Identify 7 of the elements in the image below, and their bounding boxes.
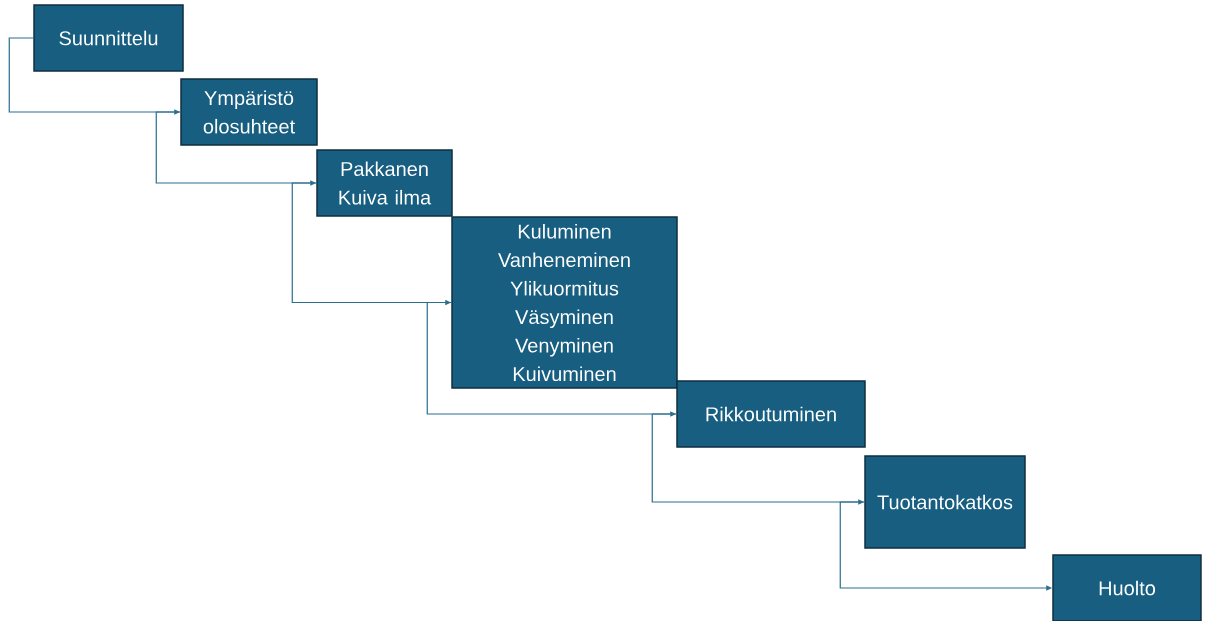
process-box: Pakkanen Kuiva ilma: [316, 149, 453, 217]
process-box: Kuluminen Vanheneminen Ylikuormitus Väsyminen Venyminen Kuivuminen: [451, 216, 678, 389]
process-box: Suunnittelu: [33, 4, 184, 72]
process-box: Huolto: [1052, 554, 1202, 621]
process-box: Tuotantokatkos: [864, 455, 1026, 549]
process-box: Ympäristö olosuhteet: [180, 78, 318, 146]
process-box: Rikkoutuminen: [676, 380, 866, 448]
